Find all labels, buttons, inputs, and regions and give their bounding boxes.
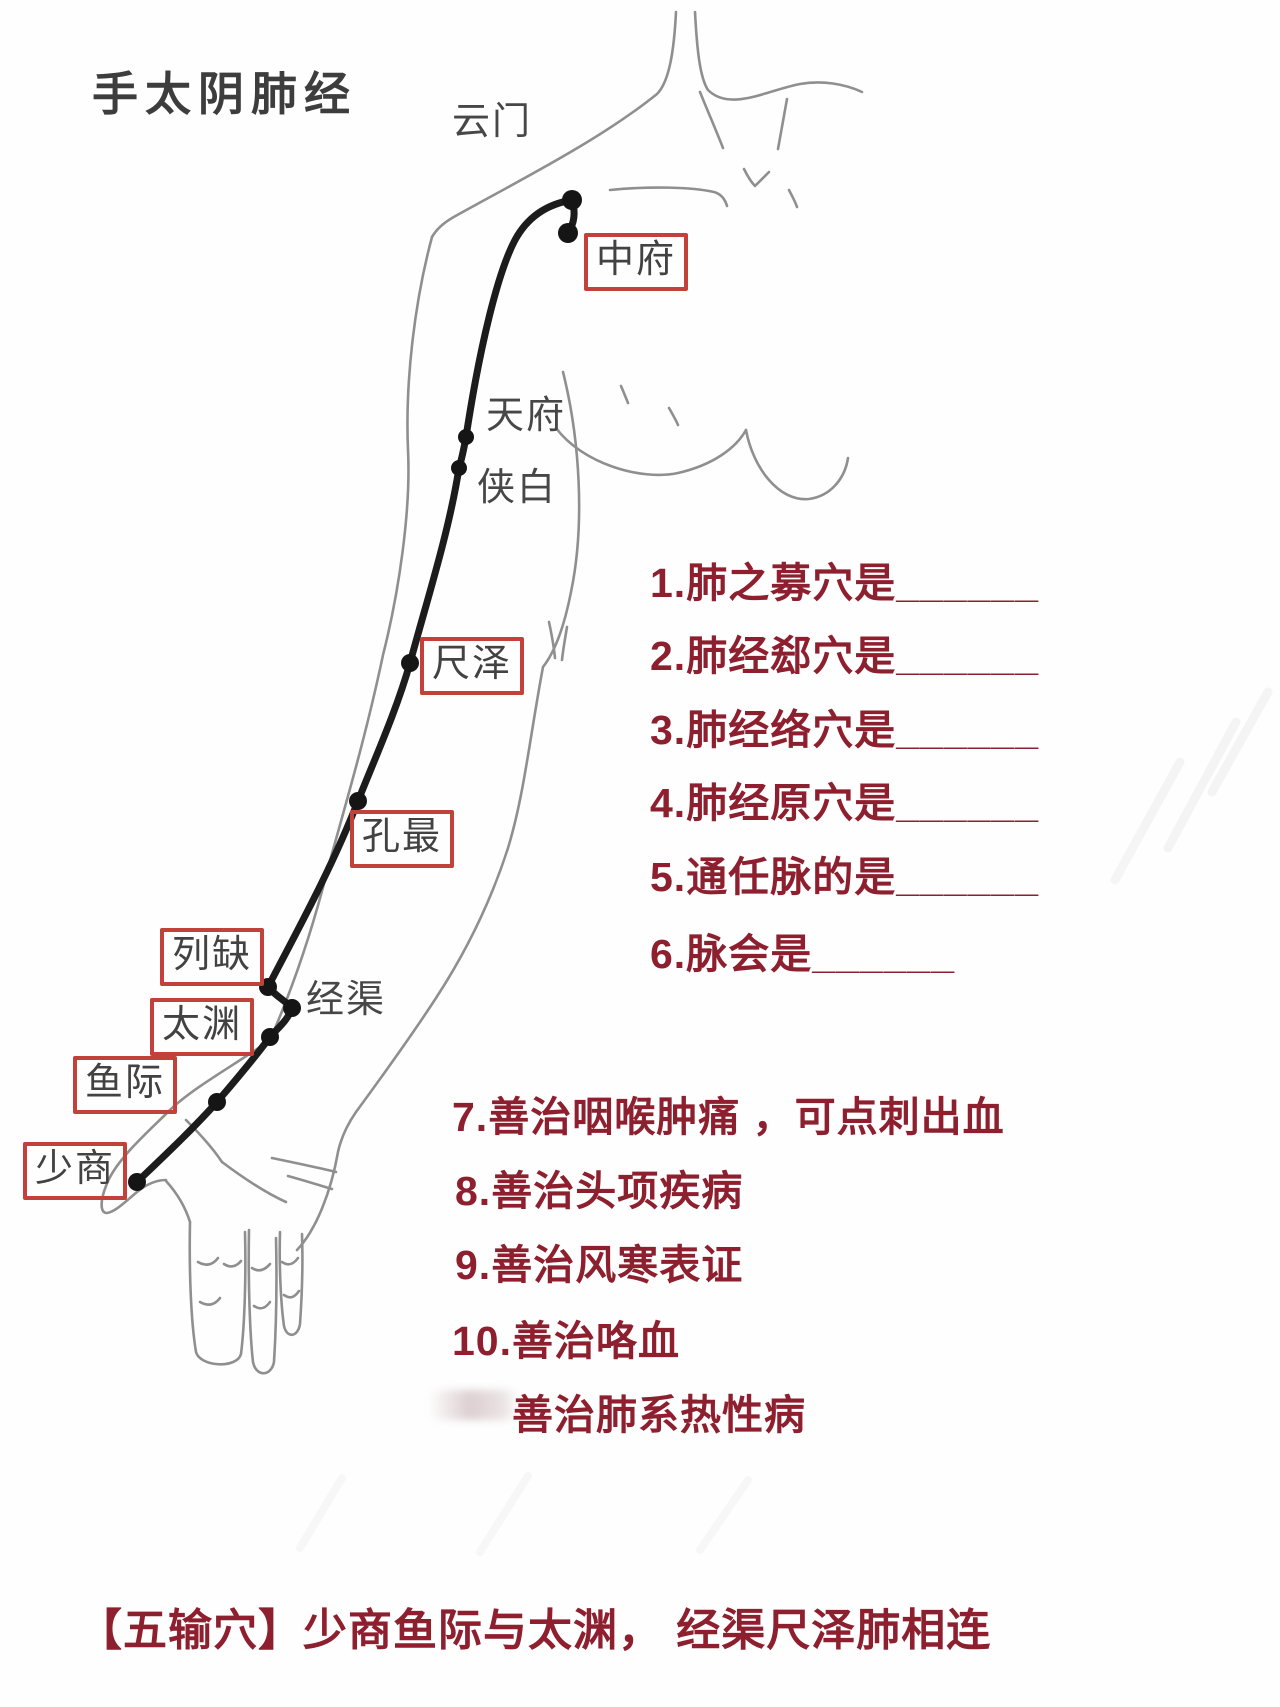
quiz-question-4: 4.肺经原穴是______ — [650, 780, 1040, 826]
neck-left-shoulder-outline — [430, 10, 678, 239]
point-label-yunmen: 云门 — [452, 101, 533, 143]
point-label-lieque: 列缺 — [160, 928, 265, 986]
finger-crease-4 — [250, 1262, 272, 1272]
acupoint-dot-yuji — [208, 1093, 226, 1111]
clavicle-tick — [787, 188, 799, 209]
point-label-tianfu: 天府 — [486, 395, 567, 437]
quiz-note-extra: 善治肺系热性病 — [512, 1392, 806, 1438]
finger-ring-outline — [278, 1230, 304, 1337]
acupoint-dot-chize — [401, 654, 419, 672]
erased-smudge — [428, 1390, 520, 1420]
point-label-shaoshang: 少商 — [23, 1142, 128, 1200]
point-label-kongzui: 孔最 — [350, 810, 455, 868]
quiz-question-2: 2.肺经郄穴是______ — [650, 633, 1040, 679]
quiz-question-9: 9.善治风寒表证 — [455, 1242, 744, 1288]
finger-crease-2 — [198, 1296, 222, 1306]
point-label-xiabai: 侠白 — [477, 467, 558, 509]
acupoint-dot-yunmen — [562, 190, 582, 210]
finger-crease-1 — [196, 1256, 220, 1266]
quiz-question-10: 10.善治咯血 — [452, 1318, 680, 1364]
acupoint-dot-shaoshang — [128, 1173, 146, 1191]
chest-tick — [667, 406, 680, 427]
point-label-yuji: 鱼际 — [73, 1056, 178, 1114]
elbow-crease-2 — [560, 625, 569, 662]
watermark-stroke — [1207, 687, 1273, 797]
clavicle-right-line — [776, 97, 789, 151]
pec-curve — [554, 426, 748, 477]
sternal-notch — [742, 167, 771, 188]
outer-arm-outline — [100, 235, 434, 1215]
finger-middle-outline — [247, 1228, 278, 1375]
finger-index-outline — [188, 1220, 247, 1366]
elbow-crease-1 — [547, 620, 557, 660]
watermark-stroke — [1110, 757, 1185, 885]
quiz-question-1: 1.肺之募穴是______ — [650, 560, 1040, 606]
point-label-taiyuan: 太渊 — [150, 998, 255, 1056]
finger-crease-3 — [222, 1259, 243, 1268]
finger-crease-5 — [252, 1300, 272, 1310]
point-label-zhongfu: 中府 — [584, 233, 689, 291]
point-label-chize: 尺泽 — [420, 637, 525, 695]
acupoint-dot-jingqu — [283, 999, 301, 1017]
inner-arm-outline — [295, 370, 581, 1252]
watermark-stroke — [696, 1476, 752, 1554]
quiz-question-7: 7.善治咽喉肿痛 ，可点刺出血 — [452, 1094, 1005, 1140]
acupoint-dot-kongzui — [349, 792, 367, 810]
watermark-stroke — [296, 1474, 346, 1552]
palm-lifeline — [220, 1160, 288, 1204]
quiz-question-6: 6.脉会是______ — [650, 931, 956, 977]
quiz-question-3: 3.肺经络穴是______ — [650, 707, 1040, 753]
chest-side-hook — [744, 428, 850, 501]
clavicle-horizontal-line — [608, 186, 729, 208]
palm-crease-2 — [286, 1174, 334, 1191]
palm-crease-1 — [270, 1156, 338, 1174]
quiz-question-5: 5.通任脉的是______ — [650, 854, 1040, 900]
finger-crease-6 — [280, 1256, 300, 1266]
acupoint-dot-tianfu — [458, 429, 474, 445]
clavicle-left-line — [698, 90, 725, 150]
neck-right-shoulder-outline — [693, 10, 864, 101]
five-shu-mnemonic: 【五输穴】少商鱼际与太渊， 经渠尺泽肺相连 — [78, 1606, 992, 1655]
quiz-question-8: 8.善治头项疾病 — [455, 1168, 744, 1214]
acupoint-dot-zhongfu — [558, 223, 578, 243]
meridian-line — [133, 196, 576, 1186]
watermark-stroke — [1163, 717, 1241, 853]
thumb-web-crease — [184, 1118, 224, 1164]
point-label-jingqu: 经渠 — [306, 979, 387, 1021]
finger-crease-7 — [282, 1289, 301, 1299]
thumb-to-index-edge — [164, 1179, 192, 1224]
page-title: 手太阴肺经 — [92, 68, 357, 120]
nipple-tick — [619, 384, 630, 405]
watermark-stroke — [476, 1472, 532, 1556]
acupoint-dot-xiabai — [451, 460, 467, 476]
acupoint-dot-taiyuan — [261, 1028, 279, 1046]
